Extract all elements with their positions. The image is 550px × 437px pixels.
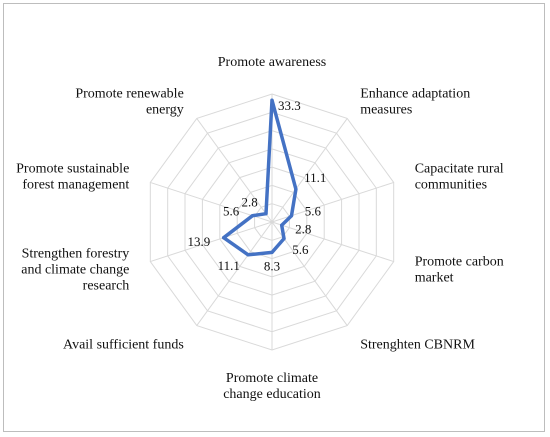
category-label: change education (223, 387, 321, 402)
category-label: energy (146, 103, 184, 118)
radar-chart: 33.311.15.62.85.68.311.113.95.62.8Promot… (16, 55, 504, 402)
data-point (222, 236, 226, 240)
category-label: Promote carbon (415, 254, 504, 269)
grid-spoke (150, 221, 273, 263)
data-point (282, 237, 286, 241)
data-label: 2.8 (295, 222, 311, 237)
data-label: 33.3 (278, 98, 301, 113)
data-point (280, 223, 284, 227)
data-label: 8.3 (264, 258, 280, 273)
category-label: Strengthen forestry (22, 246, 130, 261)
category-label: and climate change (21, 262, 129, 277)
category-label: Avail sufficient funds (63, 337, 184, 352)
grid-spoke (196, 118, 273, 223)
category-label: Promote sustainable (16, 162, 129, 177)
category-label: communities (415, 178, 487, 193)
grid-spoke (271, 221, 394, 263)
data-point (294, 187, 298, 191)
category-label: Promote awareness (218, 55, 326, 70)
data-point (264, 212, 268, 216)
category-label: Promote climate (226, 371, 318, 386)
data-label: 2.8 (242, 194, 258, 209)
category-label: Promote renewable (75, 87, 183, 102)
grid-spoke (196, 221, 273, 326)
category-label: forest management (22, 178, 129, 193)
grid-spoke (271, 118, 348, 223)
data-point (250, 214, 255, 218)
category-label: Enhance adaptation (360, 87, 470, 102)
data-label: 5.6 (305, 203, 322, 218)
data-point (246, 253, 250, 257)
data-label: 5.6 (292, 242, 309, 257)
category-label: measures (360, 103, 412, 118)
data-point (289, 214, 294, 218)
category-label: Strenghten CBNRM (360, 337, 475, 352)
data-label: 11.1 (304, 170, 326, 185)
category-label: market (415, 270, 454, 285)
series-line (221, 98, 298, 257)
data-label: 5.6 (223, 203, 240, 218)
data-label: 11.1 (218, 258, 240, 273)
data-point (270, 250, 274, 254)
category-label: research (83, 278, 130, 293)
data-point (270, 98, 274, 102)
category-label: Capacitate rural (415, 162, 504, 177)
data-label: 13.9 (188, 234, 211, 249)
